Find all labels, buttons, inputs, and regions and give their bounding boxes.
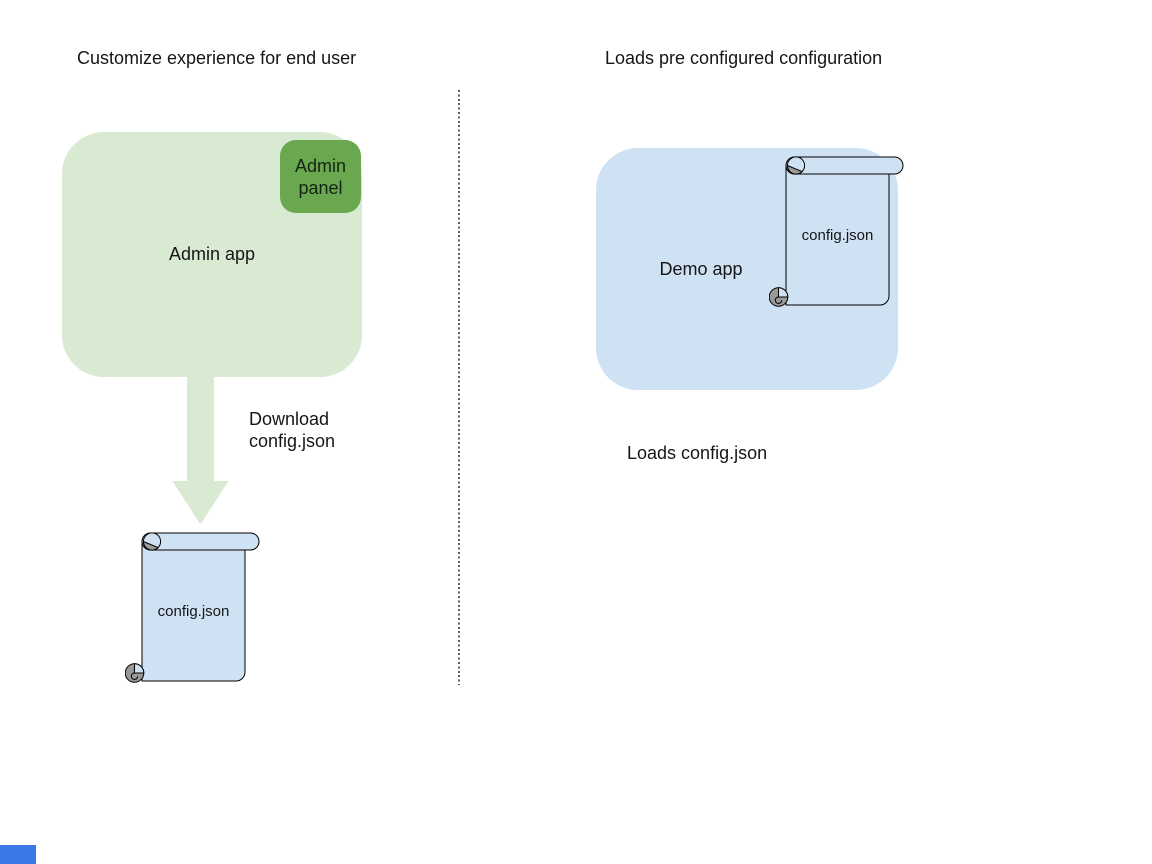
right-section-title: Loads pre configured configuration — [605, 48, 883, 68]
config-file-right: config.json — [769, 155, 905, 307]
loads-config-caption: Loads config.json — [627, 443, 768, 463]
config-file-left: config.json — [125, 531, 261, 683]
scroll-icon — [769, 156, 904, 307]
scroll-icon — [125, 532, 260, 683]
admin-app-label: Admin app — [168, 244, 256, 264]
left-section-title: Customize experience for end user — [77, 48, 357, 68]
admin-panel-label: Admin panel — [294, 155, 347, 198]
download-arrow-icon — [172, 377, 229, 525]
download-arrow-label: Download config.json — [249, 409, 336, 451]
blue-corner-rectangle — [0, 845, 36, 864]
admin-panel-box: Admin panel — [280, 140, 361, 213]
admin-app-box: Admin app Admin panel — [62, 132, 362, 377]
config-json-label-left: config.json — [157, 603, 230, 620]
config-json-label-right: config.json — [801, 227, 874, 244]
demo-app-label: Demo app — [659, 259, 743, 279]
section-divider — [458, 90, 460, 685]
